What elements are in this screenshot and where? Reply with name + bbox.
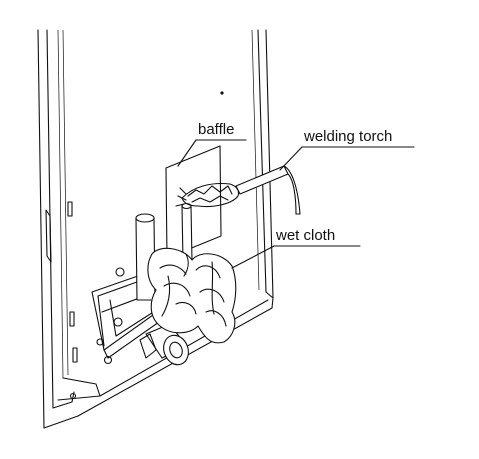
wet-cloth: [147, 247, 237, 344]
welding-torch: [175, 165, 301, 215]
wet-cloth-label: wet cloth: [276, 227, 336, 244]
baffle-plate: [165, 145, 222, 259]
baffle-label: baffle: [198, 121, 235, 138]
welding-torch-label: welding torch: [304, 128, 393, 145]
leader-lines: [177, 139, 415, 269]
unit-housing: [37, 29, 274, 429]
